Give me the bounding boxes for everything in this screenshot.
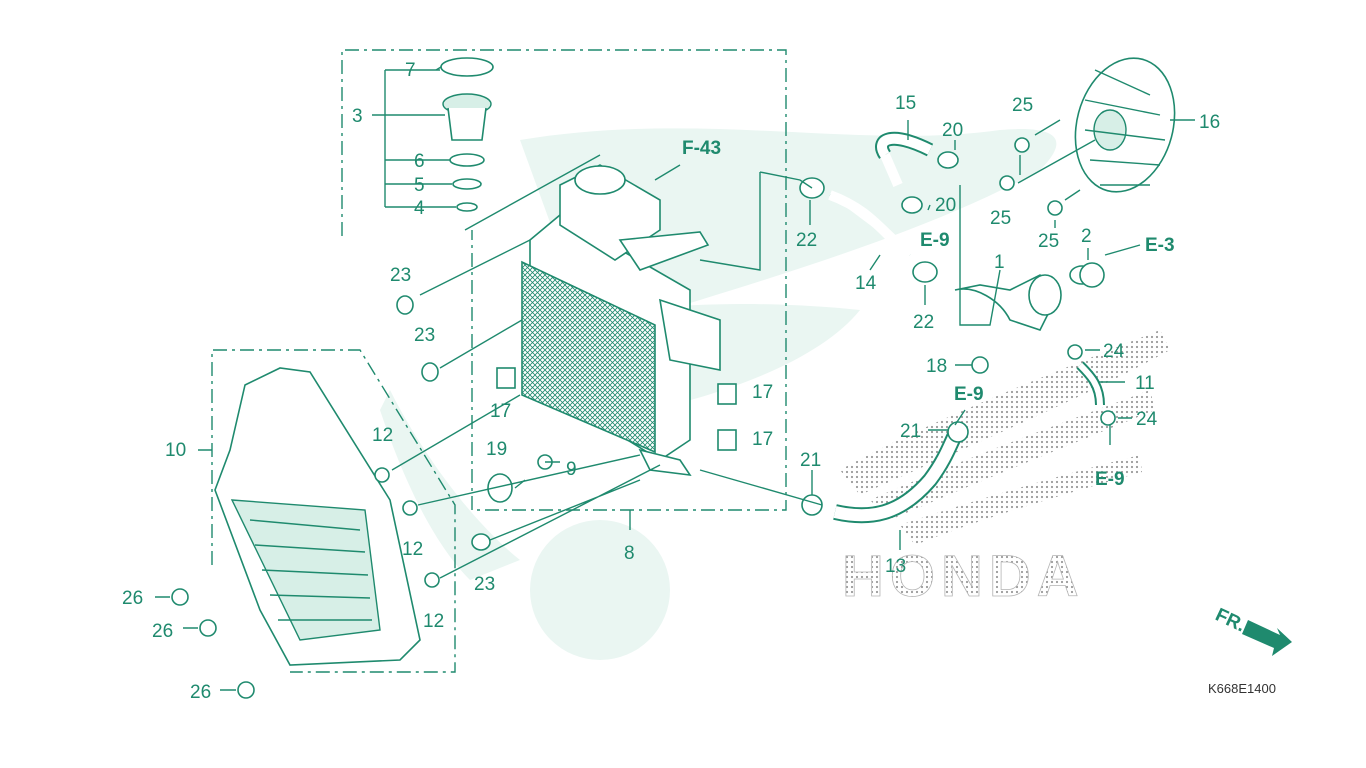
callout-25-bottom: 25 [1038, 231, 1059, 252]
callout-7: 7 [405, 60, 416, 81]
callout-26-upper: 26 [122, 588, 143, 609]
callout-24-upper: 24 [1103, 341, 1125, 362]
water-pipe-joint [954, 265, 1095, 331]
ref-f43: F-43 [682, 138, 721, 159]
callout-15: 15 [895, 93, 916, 114]
callout-2: 2 [1081, 226, 1092, 247]
callout-5: 5 [414, 175, 425, 196]
group-boundary-boxes [211, 49, 787, 673]
ref-e9-middle: E-9 [954, 384, 984, 405]
callout-21-right: 21 [900, 421, 921, 442]
ref-e9-lower: E-9 [1095, 469, 1125, 490]
radiator-cover [214, 367, 421, 666]
hoses [828, 131, 1105, 524]
radiator-cap-stack [440, 57, 494, 212]
callout-11: 11 [1135, 373, 1155, 394]
callout-14: 14 [855, 273, 877, 294]
callout-12-middle: 12 [402, 539, 423, 560]
callout-17-right-upper: 17 [752, 382, 773, 403]
fasteners [171, 137, 1116, 699]
callout-23-upper: 23 [390, 265, 411, 286]
front-direction-arrow: FR. [1212, 605, 1292, 656]
callout-21-left: 21 [800, 450, 821, 471]
callout-18: 18 [926, 356, 947, 377]
fan-assembly [1074, 57, 1176, 193]
leader-lines [155, 66, 1195, 691]
callout-20-upper: 20 [942, 120, 963, 141]
callout-23-lower: 23 [474, 574, 495, 595]
callout-9: 9 [566, 459, 577, 480]
callout-3: 3 [352, 106, 363, 127]
callout-20-lower: 20 [935, 195, 956, 216]
callout-17-left: 17 [490, 401, 511, 422]
ref-e3: E-3 [1145, 235, 1175, 256]
radiator-assembly [521, 164, 721, 477]
drawing-code: K668E1400 [1208, 681, 1276, 696]
callout-1: 1 [994, 252, 1005, 273]
ref-e9-upper: E-9 [920, 230, 950, 251]
callout-12-upper: 12 [372, 425, 393, 446]
callout-25-top: 25 [1012, 95, 1033, 116]
callout-8: 8 [624, 543, 635, 564]
callout-4: 4 [414, 198, 425, 219]
callout-13: 13 [885, 556, 906, 577]
callout-26-lower: 26 [190, 682, 211, 703]
callout-6: 6 [414, 151, 425, 172]
callout-22-lower: 22 [913, 312, 934, 333]
callout-16: 16 [1199, 112, 1220, 133]
callout-23-middle: 23 [414, 325, 435, 346]
callout-26-middle: 26 [152, 621, 173, 642]
callout-17-right-lower: 17 [752, 429, 773, 450]
callout-12-lower: 12 [423, 611, 444, 632]
honda-watermark-text: HONDA [842, 544, 1085, 609]
callout-22-upper: 22 [796, 230, 817, 251]
callout-24-lower: 24 [1136, 409, 1158, 430]
callout-25-middle: 25 [990, 208, 1011, 229]
callout-10: 10 [165, 440, 186, 461]
callout-19: 19 [486, 439, 507, 460]
